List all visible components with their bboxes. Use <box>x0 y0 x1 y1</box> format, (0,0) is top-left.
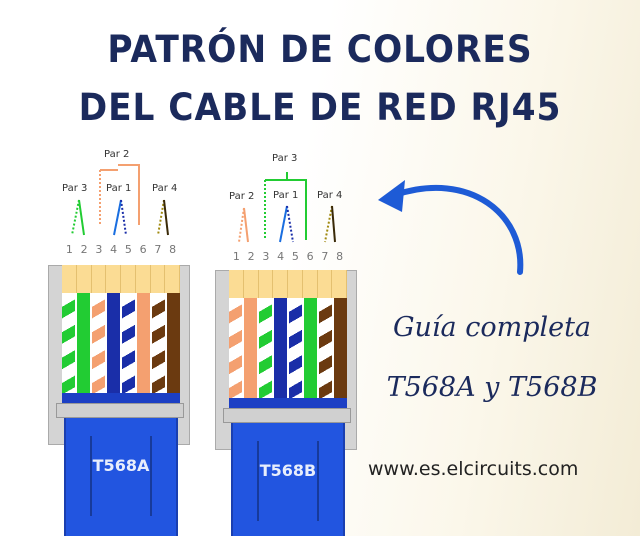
pin-number: 5 <box>291 250 299 263</box>
pin-number: 1 <box>232 250 240 263</box>
pair-label-top: Par 3 <box>272 153 298 164</box>
wire-3-white-green <box>259 298 272 398</box>
gold-pins <box>229 270 347 298</box>
pin-number: 5 <box>124 243 132 256</box>
wire-8-brown <box>167 293 180 393</box>
wire-2-orange <box>244 298 257 398</box>
website-url: www.es.elcircuits.com <box>368 458 579 480</box>
pair-label-left: Par 3 <box>62 183 88 194</box>
wire-1-white-orange <box>229 298 242 398</box>
strain-relief-bar <box>56 403 184 418</box>
pin-number: 3 <box>95 243 103 256</box>
wire-2-green <box>77 293 90 393</box>
wire-6-orange <box>137 293 150 393</box>
wire-1-white-green <box>62 293 75 393</box>
pair-label-left: Par 2 <box>229 191 255 202</box>
pin-number: 1 <box>65 243 73 256</box>
pin-number: 7 <box>154 243 162 256</box>
cable-boot: T568A <box>64 418 178 536</box>
wires <box>62 293 180 393</box>
cable-jacket-edge <box>229 398 347 408</box>
pair-label-middle: Par 1 <box>273 190 299 201</box>
gold-pins <box>62 265 180 293</box>
pin-number: 8 <box>169 243 177 256</box>
guide-line-2: T568A y T568B <box>386 372 598 403</box>
title-line-1: PATRÓN DE COLORES <box>107 28 533 71</box>
pair-label-top: Par 2 <box>104 149 130 160</box>
wires <box>229 298 347 398</box>
pair-label-right: Par 4 <box>317 190 343 201</box>
pin-number: 4 <box>110 243 118 256</box>
wire-3-white-orange <box>92 293 105 393</box>
pin-number: 8 <box>336 250 344 263</box>
wire-4-blue <box>107 293 120 393</box>
title-line-2: DEL CABLE DE RED RJ45 <box>78 86 562 129</box>
wire-6-green <box>304 298 317 398</box>
pin-number: 6 <box>306 250 314 263</box>
standard-label: T568B <box>259 461 317 480</box>
wire-4-blue <box>274 298 287 398</box>
guide-line-1: Guía completa <box>392 312 592 343</box>
pair-label-right: Par 4 <box>152 183 178 194</box>
wire-8-brown <box>334 298 347 398</box>
pin-number: 7 <box>321 250 329 263</box>
pair-label-middle: Par 1 <box>106 183 132 194</box>
pin-number: 6 <box>139 243 147 256</box>
cable-boot: T568B <box>231 423 345 536</box>
wire-5-white-blue <box>289 298 302 398</box>
pin-number: 2 <box>247 250 255 263</box>
pin-number: 4 <box>277 250 285 263</box>
wire-7-white-brown <box>319 298 332 398</box>
cable-jacket-edge <box>62 393 180 403</box>
pin-number: 2 <box>80 243 88 256</box>
wire-5-white-blue <box>122 293 135 393</box>
pin-number: 3 <box>262 250 270 263</box>
arrow-icon <box>392 184 524 275</box>
strain-relief-bar <box>223 408 351 423</box>
wire-7-white-brown <box>152 293 165 393</box>
standard-label: T568A <box>92 456 150 475</box>
